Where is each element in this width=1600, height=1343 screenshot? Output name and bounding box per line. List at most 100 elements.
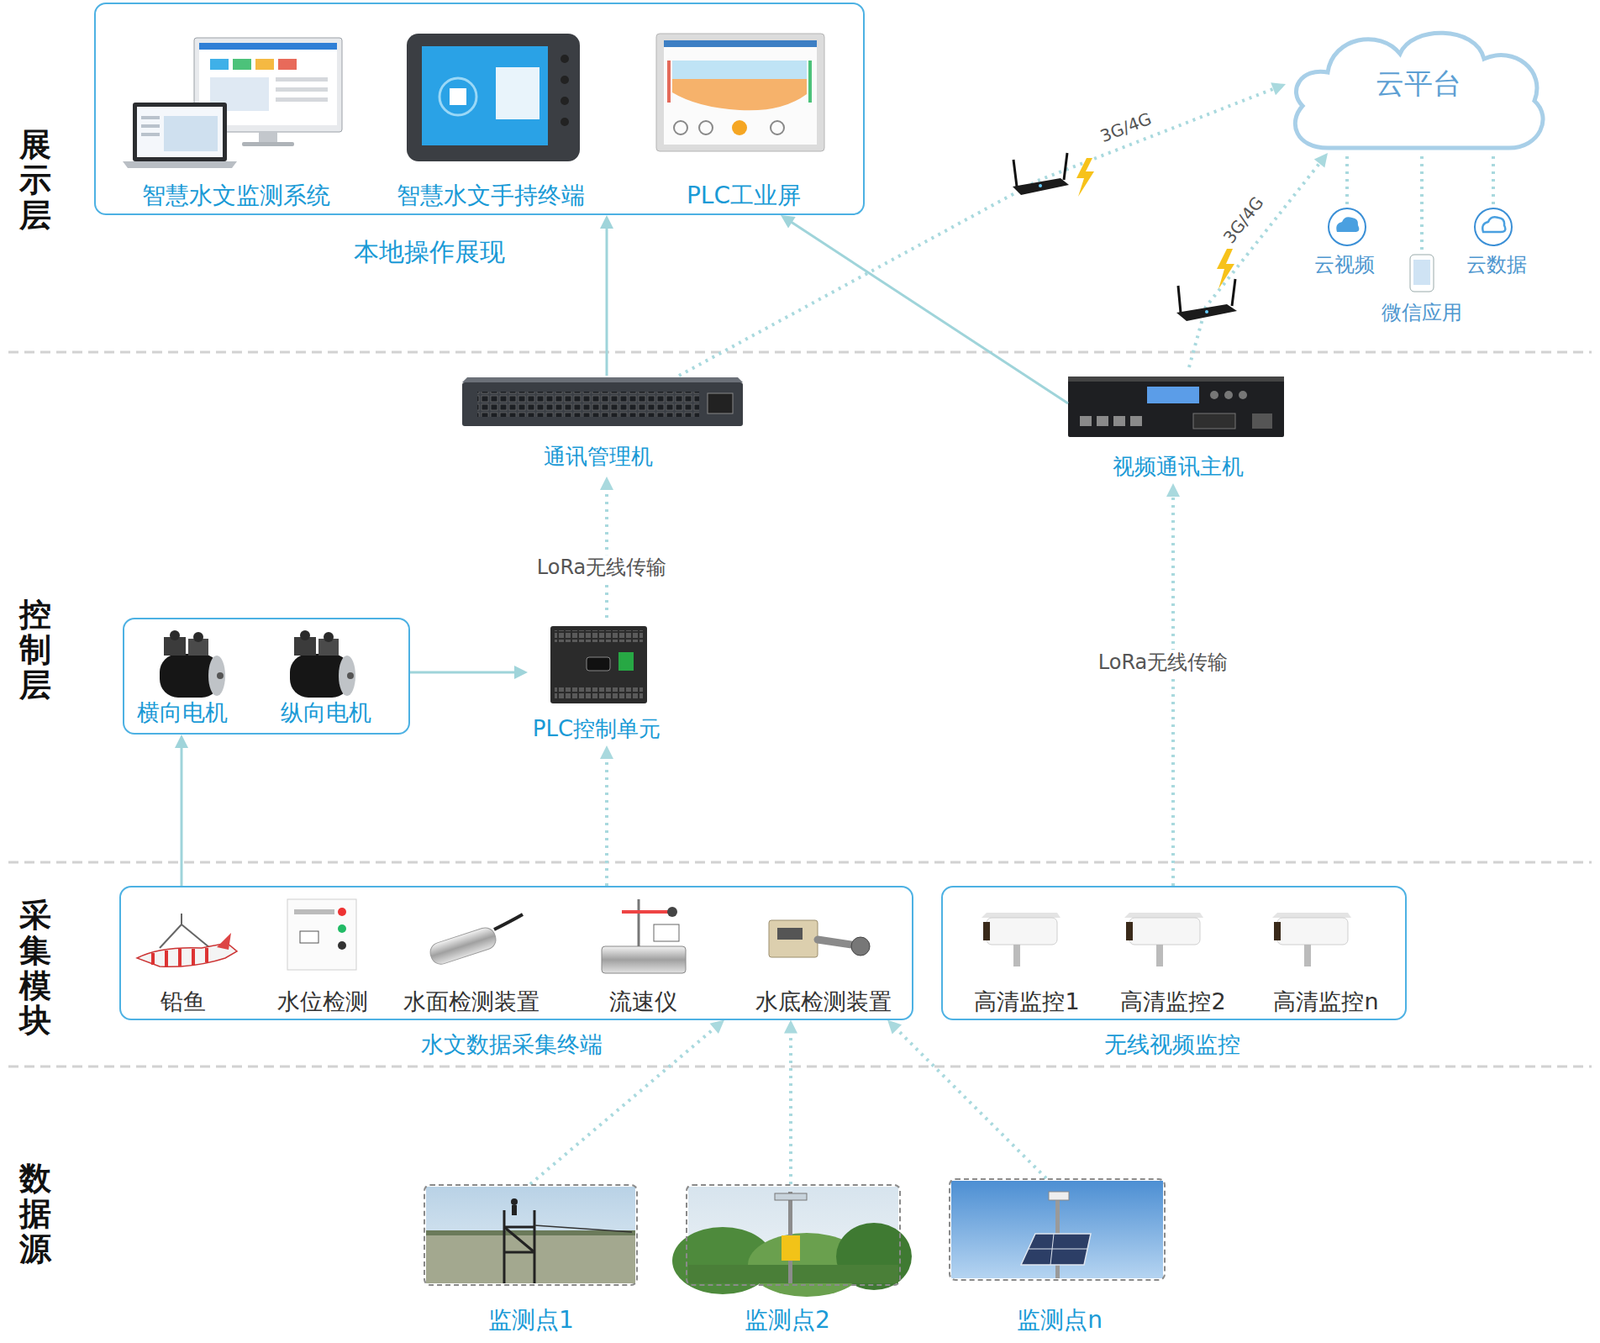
- video-host: [1147, 386, 1200, 404]
- handheld-tablet: [449, 88, 467, 106]
- plc-screen: [770, 121, 785, 135]
- video-host: [1096, 415, 1109, 427]
- cloud-service-icons: [1328, 208, 1366, 246]
- lead-fish: [191, 948, 195, 965]
- connector: [410, 665, 528, 679]
- arrowhead: [784, 1020, 798, 1034]
- handheld-tablet: [421, 46, 548, 146]
- site-photo-frame: 监测点2: [685, 1184, 901, 1286]
- video-host: [1130, 415, 1143, 427]
- motor: [300, 630, 311, 641]
- node-label: 智慧水文监测系统: [142, 182, 331, 210]
- cloud-shape: 云平台: [1285, 20, 1549, 153]
- site-photo: [1021, 1233, 1091, 1265]
- lead-fish: [152, 947, 207, 967]
- arrowhead: [600, 215, 614, 229]
- service-label: 微信应用: [1381, 301, 1463, 326]
- laptop: [136, 106, 223, 158]
- flow-meter: [637, 899, 641, 947]
- plc-unit: [550, 626, 648, 704]
- connector-line: [180, 744, 184, 886]
- site-photo: [503, 1210, 506, 1284]
- lead-fish: [216, 932, 232, 950]
- video-host: [1252, 413, 1273, 429]
- node-label: 纵向电机: [280, 699, 372, 726]
- node-label: 高清监控n: [1273, 988, 1379, 1015]
- desktop-monitor: [199, 42, 337, 50]
- laptop: [163, 115, 218, 152]
- signal-bolt: [1216, 248, 1235, 290]
- plc-screen: [672, 60, 807, 79]
- camera: [1277, 917, 1348, 945]
- site-photo: [951, 1180, 1164, 1279]
- site-photo: [504, 1226, 535, 1253]
- site-photo: [504, 1251, 535, 1254]
- video-host: [1238, 390, 1248, 400]
- device-node: 视频通讯主机: [1068, 367, 1285, 484]
- layer-title: 数据源: [19, 1161, 52, 1267]
- camera: [981, 912, 1061, 918]
- node-label: 铅鱼: [160, 988, 206, 1015]
- connector-line: [1189, 160, 1322, 368]
- water-level-box: [337, 907, 347, 916]
- cloud-service-icons: [1345, 156, 1349, 207]
- group-box: 铅鱼水位检测水面检测装置流速仪水底检测装置水文数据采集终端: [119, 885, 914, 1021]
- handheld-tablet: [406, 33, 580, 162]
- plc-screen: [663, 40, 817, 145]
- router: [1205, 310, 1209, 314]
- surface-sensor: [494, 914, 523, 930]
- connector: [784, 1020, 798, 1185]
- router: [1176, 278, 1237, 322]
- plc-screen: [808, 60, 812, 103]
- site-photo: [1050, 1233, 1054, 1265]
- handheld-tablet: [560, 96, 569, 106]
- edge-label: 3G/4G: [1097, 109, 1154, 147]
- laptop: [132, 102, 227, 162]
- video-host: [1224, 390, 1233, 400]
- plc-unit: [550, 626, 648, 704]
- node-label: 视频通讯主机: [1112, 454, 1244, 480]
- node-label: 监测点n: [1016, 1306, 1103, 1334]
- router: [1178, 285, 1181, 313]
- flow-meter: [601, 946, 686, 974]
- router: [1013, 159, 1017, 187]
- node-label: 监测点2: [744, 1306, 831, 1334]
- layer-title: 控制层: [19, 597, 52, 703]
- group-box: 高清监控1高清监控2高清监控n无线视频监控: [941, 885, 1407, 1021]
- flow-meter: [667, 906, 678, 917]
- site-photo: [1027, 1248, 1088, 1250]
- video-host: [1068, 376, 1285, 437]
- connector: [600, 745, 614, 886]
- camera: [1304, 944, 1311, 967]
- node-label: 流速仪: [609, 988, 678, 1015]
- node-label: 水底检测装置: [755, 988, 892, 1015]
- cloud-service-icons: [1420, 156, 1424, 253]
- site-photo: [533, 1210, 537, 1284]
- desktop-monitor: [255, 58, 274, 70]
- connector-line: [678, 87, 1277, 376]
- network-switch: [707, 393, 733, 414]
- laptop: [122, 161, 237, 169]
- node-label: PLC工业屏: [686, 182, 801, 210]
- service-label: 云数据: [1466, 253, 1527, 278]
- site-photo: [534, 1225, 632, 1232]
- connector-line: [789, 221, 1069, 404]
- connector-line: [410, 671, 518, 674]
- lead-fish: [178, 948, 182, 967]
- cloud-service-icons: [1336, 216, 1359, 232]
- node-label: 监测点1: [488, 1306, 574, 1334]
- cloud-service-icons: [1410, 254, 1434, 292]
- camera: [981, 912, 1061, 967]
- site-photo: [510, 1198, 518, 1206]
- flow-meter: [621, 910, 673, 914]
- device-node: PLC控制单元: [527, 617, 666, 746]
- desktop-monitor: [275, 87, 328, 92]
- desktop-monitor: [275, 97, 328, 102]
- cloud-title: 云平台: [1375, 67, 1462, 100]
- motor: [208, 655, 226, 696]
- desktop-monitor: [210, 58, 229, 70]
- video-host: [1210, 390, 1219, 400]
- layer-separator: [8, 861, 1592, 864]
- site-photo: [504, 1226, 535, 1229]
- site-photo: [672, 1186, 912, 1297]
